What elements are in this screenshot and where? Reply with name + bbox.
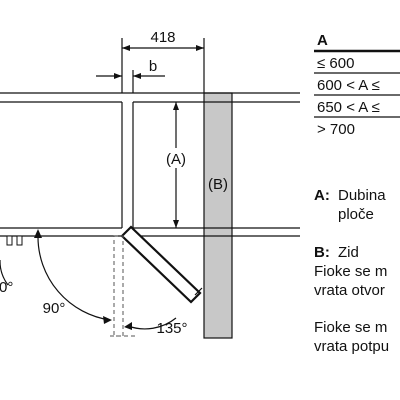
foot-left [6, 235, 13, 246]
legend-a-key: A: [314, 187, 330, 204]
table-row: 650 < A ≤ [317, 99, 380, 116]
arc-partial [0, 260, 9, 286]
arc-135 [127, 317, 177, 330]
legend-b-key: B: [314, 244, 330, 261]
angle-90-label: 90° [43, 300, 66, 317]
table-row: ≤ 600 [317, 55, 354, 72]
dim-a-label: (A) [166, 151, 186, 168]
foot-right [16, 235, 23, 246]
table-row: 600 < A ≤ [317, 77, 380, 94]
dim-b-arrow-right [133, 73, 141, 79]
legend-note1-line2: vrata otvor [314, 282, 385, 299]
angle-135-label: 135° [156, 320, 187, 337]
arc-90-arrow-top [34, 229, 42, 238]
wall-section [203, 92, 233, 339]
legend-note2-line2: vrata potpu [314, 338, 389, 355]
dim-418-label: 418 [150, 29, 175, 46]
arc-90 [37, 235, 111, 321]
dim-a-label-bg [160, 148, 192, 168]
table-row: > 700 [317, 121, 355, 138]
dimension-table: A ≤ 600 600 < A ≤ 650 < A ≤ > 700 [314, 32, 400, 138]
table-header: A [317, 32, 328, 49]
dim-a-arrow-bottom [173, 220, 179, 228]
legend-a-line1: Dubina [338, 187, 386, 204]
legend: A: Dubina ploče B: Zid Fioke se m vrata … [314, 187, 389, 355]
dim-418-arrow-right [196, 45, 204, 51]
legend-note2-line1: Fioke se m [314, 319, 387, 336]
wall-label: (B) [208, 176, 228, 193]
dim-a-arrow-top [173, 102, 179, 110]
dim-b-arrow-left [114, 73, 122, 79]
arc-90-arrow-bottom [103, 316, 112, 324]
legend-note1-line1: Fioke se m [314, 263, 387, 280]
arc-135-arrow [124, 322, 132, 330]
legend-a-line2: ploče [338, 206, 374, 223]
dim-b-label: b [149, 58, 157, 75]
dim-418-arrow-left [122, 45, 130, 51]
angle-partial-label: 0° [0, 279, 13, 296]
door-90-ghost [113, 235, 124, 337]
legend-b-text: Zid [338, 244, 359, 261]
door-135 [120, 225, 203, 304]
